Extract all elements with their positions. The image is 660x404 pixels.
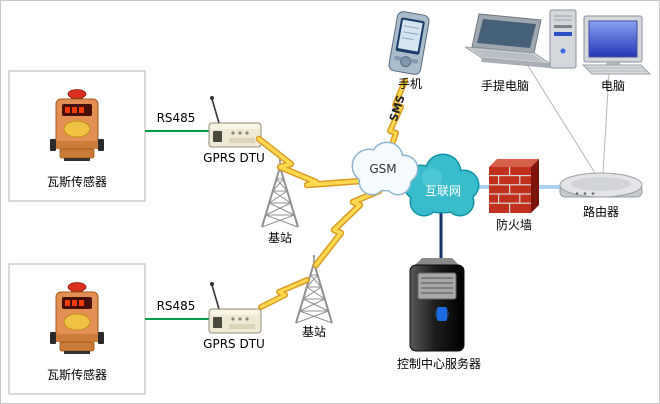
desktop-pc-icon [549, 9, 652, 75]
router-icon [559, 172, 643, 198]
router-pc-link [602, 72, 610, 174]
firewall-icon [489, 159, 539, 213]
phone-icon [388, 11, 430, 75]
gprs-dtu-1-icon [208, 95, 262, 148]
laptop-icon [464, 13, 552, 68]
router-laptop-link [524, 60, 596, 174]
lightning-dtu1-gsm [255, 135, 365, 189]
lightning-dtu2-base2 [258, 277, 310, 310]
lightning-base2-gsm [312, 187, 383, 269]
internet-cloud [402, 153, 480, 217]
server-icon [409, 258, 465, 352]
lightning-sms [386, 78, 408, 156]
gprs-dtu-2-icon [208, 281, 262, 334]
gsm-cloud [351, 141, 419, 196]
